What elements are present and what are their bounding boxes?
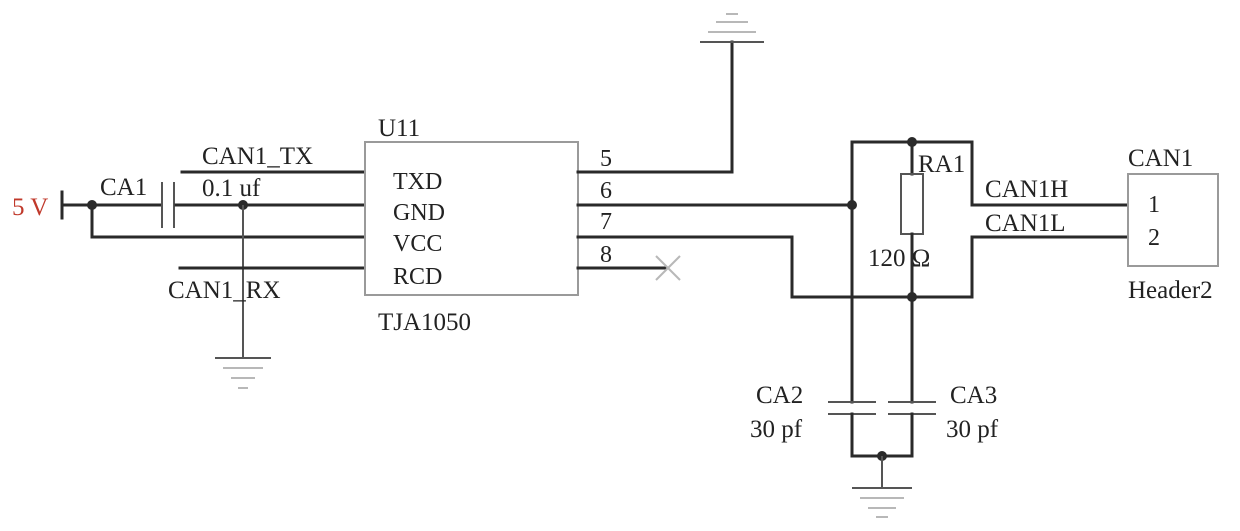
no-connect-marker xyxy=(655,255,681,281)
connector-pin-2: 2 xyxy=(1148,225,1160,251)
ic-ref-label: U11 xyxy=(378,115,420,142)
connector-type-label: Header2 xyxy=(1128,277,1213,304)
ca1-value-label: 0.1 uf xyxy=(202,175,261,202)
wire-ca2-ca3-bottom xyxy=(850,412,914,458)
net-label-can1h: CAN1H xyxy=(985,176,1068,203)
ic-pin-txd: TXD xyxy=(393,169,442,195)
wire-pin7 xyxy=(576,235,974,299)
wire-pin5-to-ground xyxy=(576,40,734,174)
ca3-value-label: 30 pf xyxy=(946,416,999,443)
ground-symbol-bottom xyxy=(852,487,912,518)
junction-ra1-bottom xyxy=(907,292,917,302)
ic-u11-body xyxy=(364,141,579,296)
net-label-can1l: CAN1L xyxy=(985,210,1066,237)
ra1-value-label: 120 Ω xyxy=(868,245,930,272)
ic-pin-gnd: GND xyxy=(393,200,445,226)
ic-pin-number-6: 6 xyxy=(600,178,612,204)
ic-pin-vcc: VCC xyxy=(393,231,442,257)
ra1-ref-label: RA1 xyxy=(918,151,965,178)
capacitor-ca1 xyxy=(161,182,175,228)
ca2-value-label: 30 pf xyxy=(750,416,803,443)
connector-ref-label: CAN1 xyxy=(1128,145,1193,172)
net-label-can1-rx: CAN1_RX xyxy=(168,277,281,304)
ca3-ref-label: CA3 xyxy=(950,382,997,409)
resistor-ra1 xyxy=(900,173,924,235)
ic-part-label: TJA1050 xyxy=(378,309,471,336)
power-5v-label: 5 V xyxy=(12,194,48,221)
ic-pin-number-8: 8 xyxy=(600,242,612,268)
ground-symbol-left xyxy=(215,357,271,389)
ground-symbol-top xyxy=(700,13,764,43)
net-label-can1-tx: CAN1_TX xyxy=(202,143,313,170)
ca1-ref-label: CA1 xyxy=(100,174,147,201)
connector-pin-1: 1 xyxy=(1148,192,1160,218)
capacitor-ca2 xyxy=(828,401,876,415)
ca2-ref-label: CA2 xyxy=(756,382,803,409)
ic-pin-number-7: 7 xyxy=(600,209,612,235)
ic-pin-rcd: RCD xyxy=(393,264,442,290)
capacitor-ca3 xyxy=(888,401,936,415)
connector-can1-body xyxy=(1127,173,1219,267)
wire-can1l xyxy=(970,235,1130,299)
ic-pin-number-5: 5 xyxy=(600,146,612,172)
